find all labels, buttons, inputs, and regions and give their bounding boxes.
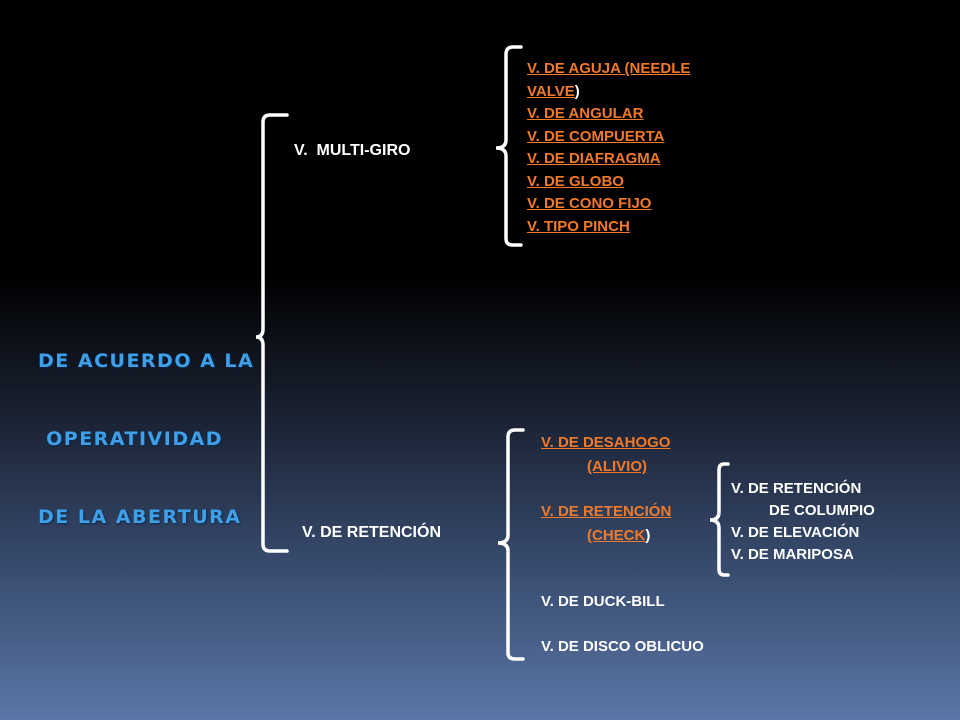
retencion-brace: [497, 428, 525, 661]
check-type-mariposa: V. DE MARIPOSA: [731, 546, 854, 563]
item-duck-bill: V. DE DUCK-BILL: [541, 593, 665, 610]
check-type-columpio: DE COLUMPIO: [769, 502, 875, 519]
multigiro-list: V. DE AGUJA (NEEDLE VALVE) V. DE ANGULAR…: [527, 58, 690, 238]
multigiro-brace: [495, 45, 523, 247]
check-types-brace: [709, 462, 730, 577]
link-alivio[interactable]: (ALIVIO): [587, 458, 647, 475]
root-title-line-1: DE ACUERDO A LA: [38, 350, 255, 372]
link-retencion-check[interactable]: V. DE RETENCIÓN: [541, 503, 672, 520]
main-left-brace: [255, 113, 289, 553]
link-aguja-needle[interactable]: V. DE AGUJA (NEEDLE: [527, 60, 691, 77]
link-check[interactable]: (CHECK): [587, 527, 651, 544]
link-valve[interactable]: VALVE): [527, 82, 580, 100]
check-type-retencion: V. DE RETENCIÓN: [731, 480, 862, 497]
item-disco-oblicuo: V. DE DISCO OBLICUO: [541, 638, 704, 655]
link-angular[interactable]: V. DE ANGULAR: [527, 105, 644, 122]
root-category-title: DE ACUERDO A LA OPERATIVIDAD DE LA ABERT…: [38, 296, 254, 556]
multigiro-label: V. MULTI-GIRO: [294, 142, 411, 159]
retencion-label: V. DE RETENCIÓN: [302, 524, 441, 541]
check-type-elevacion: V. DE ELEVACIÓN: [731, 524, 860, 541]
link-compuerta[interactable]: V. DE COMPUERTA: [527, 127, 665, 145]
check-types-list: V. DE RETENCIÓN DE COLUMPIO V. DE ELEVAC…: [731, 478, 875, 566]
link-diafragma[interactable]: V. DE DIAFRAGMA: [527, 150, 661, 167]
root-title-line-2: OPERATIVIDAD: [38, 428, 224, 450]
link-globo[interactable]: V. DE GLOBO: [527, 172, 624, 190]
root-title-line-3: DE LA ABERTURA: [38, 506, 242, 528]
link-cono-fijo[interactable]: V. DE CONO FIJO: [527, 195, 652, 212]
link-tipo-pinch[interactable]: V. TIPO PINCH: [527, 217, 630, 235]
link-desahogo[interactable]: V. DE DESAHOGO: [541, 434, 671, 451]
